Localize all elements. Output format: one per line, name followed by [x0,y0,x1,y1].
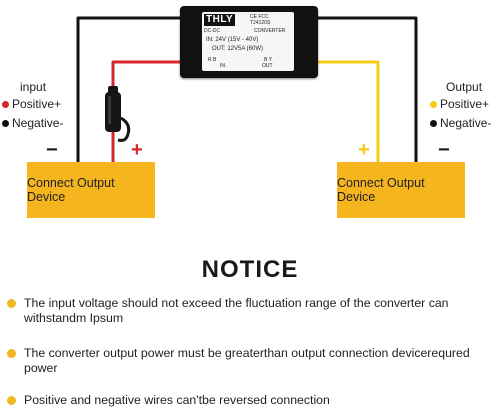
input-positive-wire [111,60,190,168]
output-legend-positive: Positive+ [430,97,489,111]
notice-item-text: The converter output power must be great… [24,346,470,375]
negative-dot-icon [430,119,437,127]
notice-item-text: The input voltage should not exceed the … [24,296,449,325]
input-negative-wire [76,16,190,168]
left-device-label: Connect Output Device [27,176,115,204]
input-legend-title: input [20,80,47,94]
notice-item: Positive and negative wires can'tbe reve… [7,393,497,408]
output-legend-positive-label: Positive+ [440,97,490,111]
positive-dot-icon [430,100,437,108]
right-minus-sign: − [438,139,450,161]
notice-item-text: Positive and negative wires can'tbe reve… [24,393,330,407]
converter-label: THLY CE FCC T24120S DC-DC CONVERTER IN: … [202,12,294,71]
positive-dot-icon [2,100,9,108]
output-legend-negative: Negative- [430,116,491,130]
converter-input-spec: IN: 24V (15V - 40V) [206,37,259,43]
converter-brand: THLY [204,14,236,26]
converter-type-right: CONVERTER [254,28,286,34]
input-legend-positive-label: Positive+ [12,97,62,111]
notice-title: NOTICE [201,256,299,283]
bullet-dot-icon [7,396,16,405]
bullet-dot-icon [7,299,16,308]
converter-model: T24120S [250,20,271,26]
output-negative-wire [306,16,418,168]
notice-item: The converter output power must be great… [7,346,497,376]
converter-output-spec: OUT: 12V5A (60W) [212,46,264,52]
converter-wire-codes-out: B Y [264,57,272,63]
left-output-device: Connect Output Device [27,162,155,218]
input-legend-positive: Positive+ [2,97,61,111]
left-minus-sign: − [46,139,58,161]
converter-wire-codes-in: R B [208,57,217,63]
output-legend-title: Output [446,80,483,94]
converter-type-left: DC-DC [204,28,221,34]
input-legend-negative: Negative- [2,116,63,130]
input-legend-negative-label: Negative- [12,116,64,130]
fuse-holder-icon [105,86,131,142]
bullet-dot-icon [7,349,16,358]
dc-converter: THLY CE FCC T24120S DC-DC CONVERTER IN: … [180,6,318,78]
output-positive-wire [306,60,380,168]
converter-port-in: IN [220,63,225,69]
converter-cert: CE FCC [250,14,269,20]
negative-dot-icon [2,119,9,127]
right-plus-sign: + [358,139,370,161]
notice-item: The input voltage should not exceed the … [7,296,497,326]
right-device-label: Connect Output Device [337,176,425,204]
converter-port-out: OUT [262,63,273,69]
right-output-device: Connect Output Device [337,162,465,218]
output-legend-negative-label: Negative- [440,116,492,130]
left-plus-sign: + [131,139,143,161]
